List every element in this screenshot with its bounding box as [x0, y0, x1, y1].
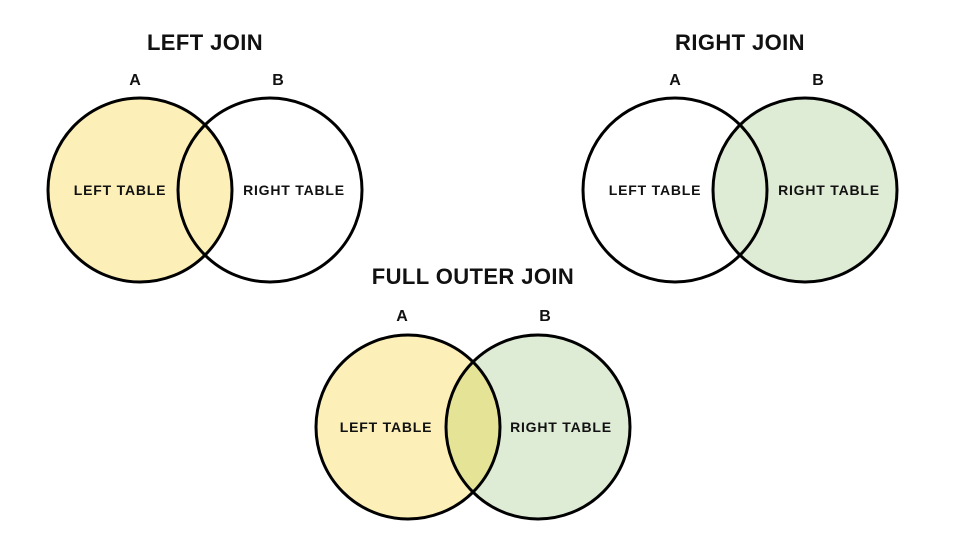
full-outer-join-right-table-label: RIGHT TABLE: [510, 419, 612, 435]
left-join-right-table-label: RIGHT TABLE: [243, 182, 345, 198]
left-join-set-a-label: A: [129, 72, 141, 89]
left-join-circle-a-fill: [48, 98, 232, 282]
left-join-venn-svg: [46, 96, 364, 284]
diagram-left-join: LEFT JOIN A B LEFT TABLE RIGHT TABLE: [0, 30, 410, 300]
left-join-set-b-label: B: [272, 72, 284, 89]
full-outer-join-circle-a-outline: [314, 333, 502, 521]
right-join-title: RIGHT JOIN: [675, 30, 805, 55]
right-join-circle-b-fill: [713, 98, 897, 282]
right-join-left-table-label: LEFT TABLE: [608, 182, 702, 198]
left-join-title: LEFT JOIN: [146, 30, 264, 55]
left-join-left-table-label: LEFT TABLE: [73, 182, 167, 198]
left-join-circle-a-outline: [46, 96, 234, 284]
right-join-venn-svg: [581, 96, 899, 284]
full-outer-join-circle-a-fill: [316, 335, 500, 519]
full-outer-join-title: FULL OUTER JOIN: [371, 264, 575, 289]
full-outer-join-left-table-label: LEFT TABLE: [339, 419, 433, 435]
full-outer-join-circle-b-fill: [446, 335, 630, 519]
full-outer-join-set-b-label: B: [539, 308, 551, 325]
left-join-circle-b-outline: [176, 96, 364, 284]
right-join-set-a-label: A: [669, 72, 681, 89]
full-outer-join-set-a-label: A: [396, 308, 408, 325]
diagram-right-join: RIGHT JOIN A B LEFT TABLE RIGHT TABLE: [535, 30, 945, 300]
diagram-full-outer-join: FULL OUTER JOIN A B LEFT TABLE RIGHT TAB…: [268, 264, 678, 538]
right-join-right-table-label: RIGHT TABLE: [778, 182, 880, 198]
right-join-circle-b-outline: [711, 96, 899, 284]
full-outer-join-circle-b-outline: [444, 333, 632, 521]
left-join-circle-b-fill: [178, 98, 362, 282]
right-join-circle-a-outline: [581, 96, 769, 284]
right-join-circle-a-fill: [583, 98, 767, 282]
full-outer-join-venn-svg: [314, 333, 632, 521]
right-join-set-b-label: B: [812, 72, 824, 89]
